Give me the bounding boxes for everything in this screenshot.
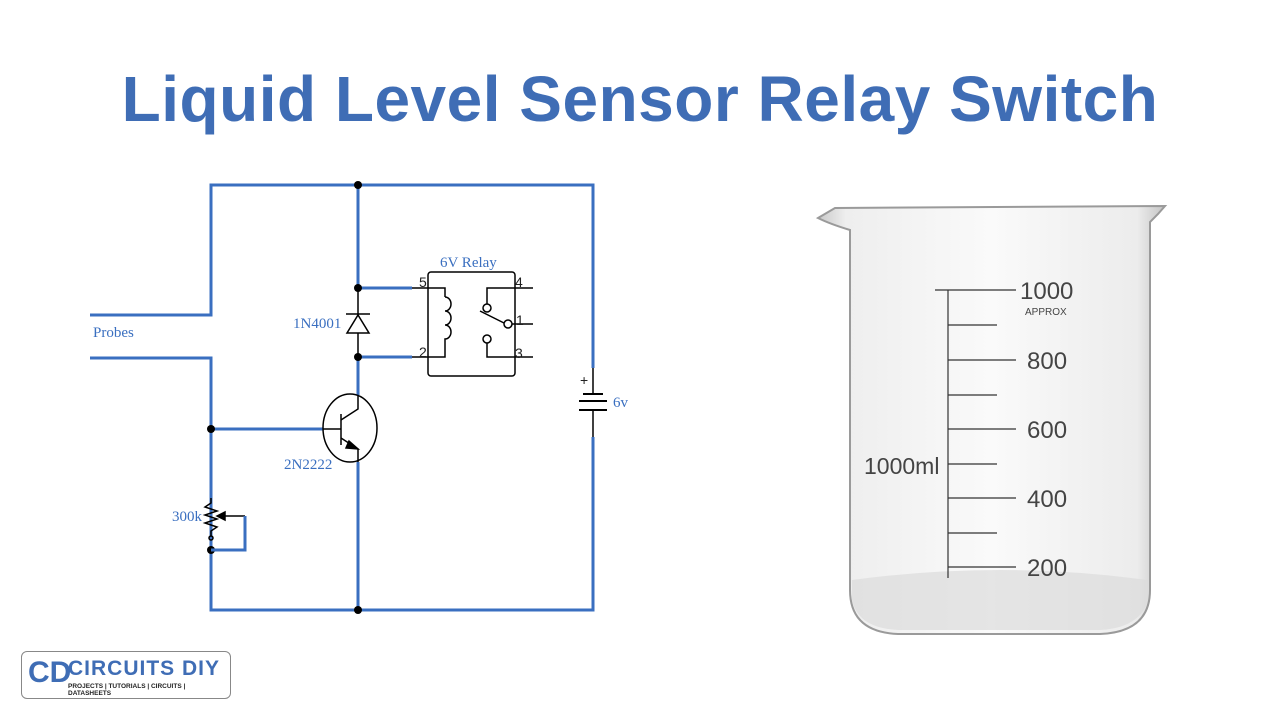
battery-symbol [579,368,607,437]
logo-mark-icon: CD [28,656,72,689]
mark-400: 400 [1027,486,1067,513]
potentiometer-symbol [202,498,247,552]
beaker-capacity: 1000ml [864,453,939,479]
relay-pin-1: 1 [516,312,524,328]
mark-600: 600 [1027,417,1067,444]
probes-label: Probes [93,325,134,341]
relay-pin-5: 5 [419,274,427,290]
logo-tagline: PROJECTS | TUTORIALS | CIRCUITS | DATASH… [68,683,186,697]
relay-label: 6V Relay [440,255,497,271]
transistor-symbol [322,393,378,463]
wires [90,183,595,612]
page-title: Liquid Level Sensor Relay Switch [121,63,1159,135]
beaker-image [815,204,1168,635]
mark-1000: 1000 [1020,278,1073,305]
relay-pin-4: 4 [515,274,523,290]
mark-200: 200 [1027,555,1067,582]
logo-name: CIRCUITS DIY [68,657,221,680]
transistor-label: 2N2222 [284,457,332,473]
mark-approx: APPROX [1025,307,1067,318]
relay-symbol [412,271,533,377]
mark-800: 800 [1027,348,1067,375]
battery-label: 6v [613,395,629,411]
battery-plus: + [580,372,588,388]
circuits-diy-logo: CD CIRCUITS DIY PROJECTS | TUTORIALS | C… [21,651,231,699]
diode-label: 1N4001 [293,316,341,332]
relay-pin-2: 2 [419,344,427,360]
relay-pin-3: 3 [515,345,523,361]
diode-symbol [345,288,371,357]
pot-label: 300k [172,509,203,525]
